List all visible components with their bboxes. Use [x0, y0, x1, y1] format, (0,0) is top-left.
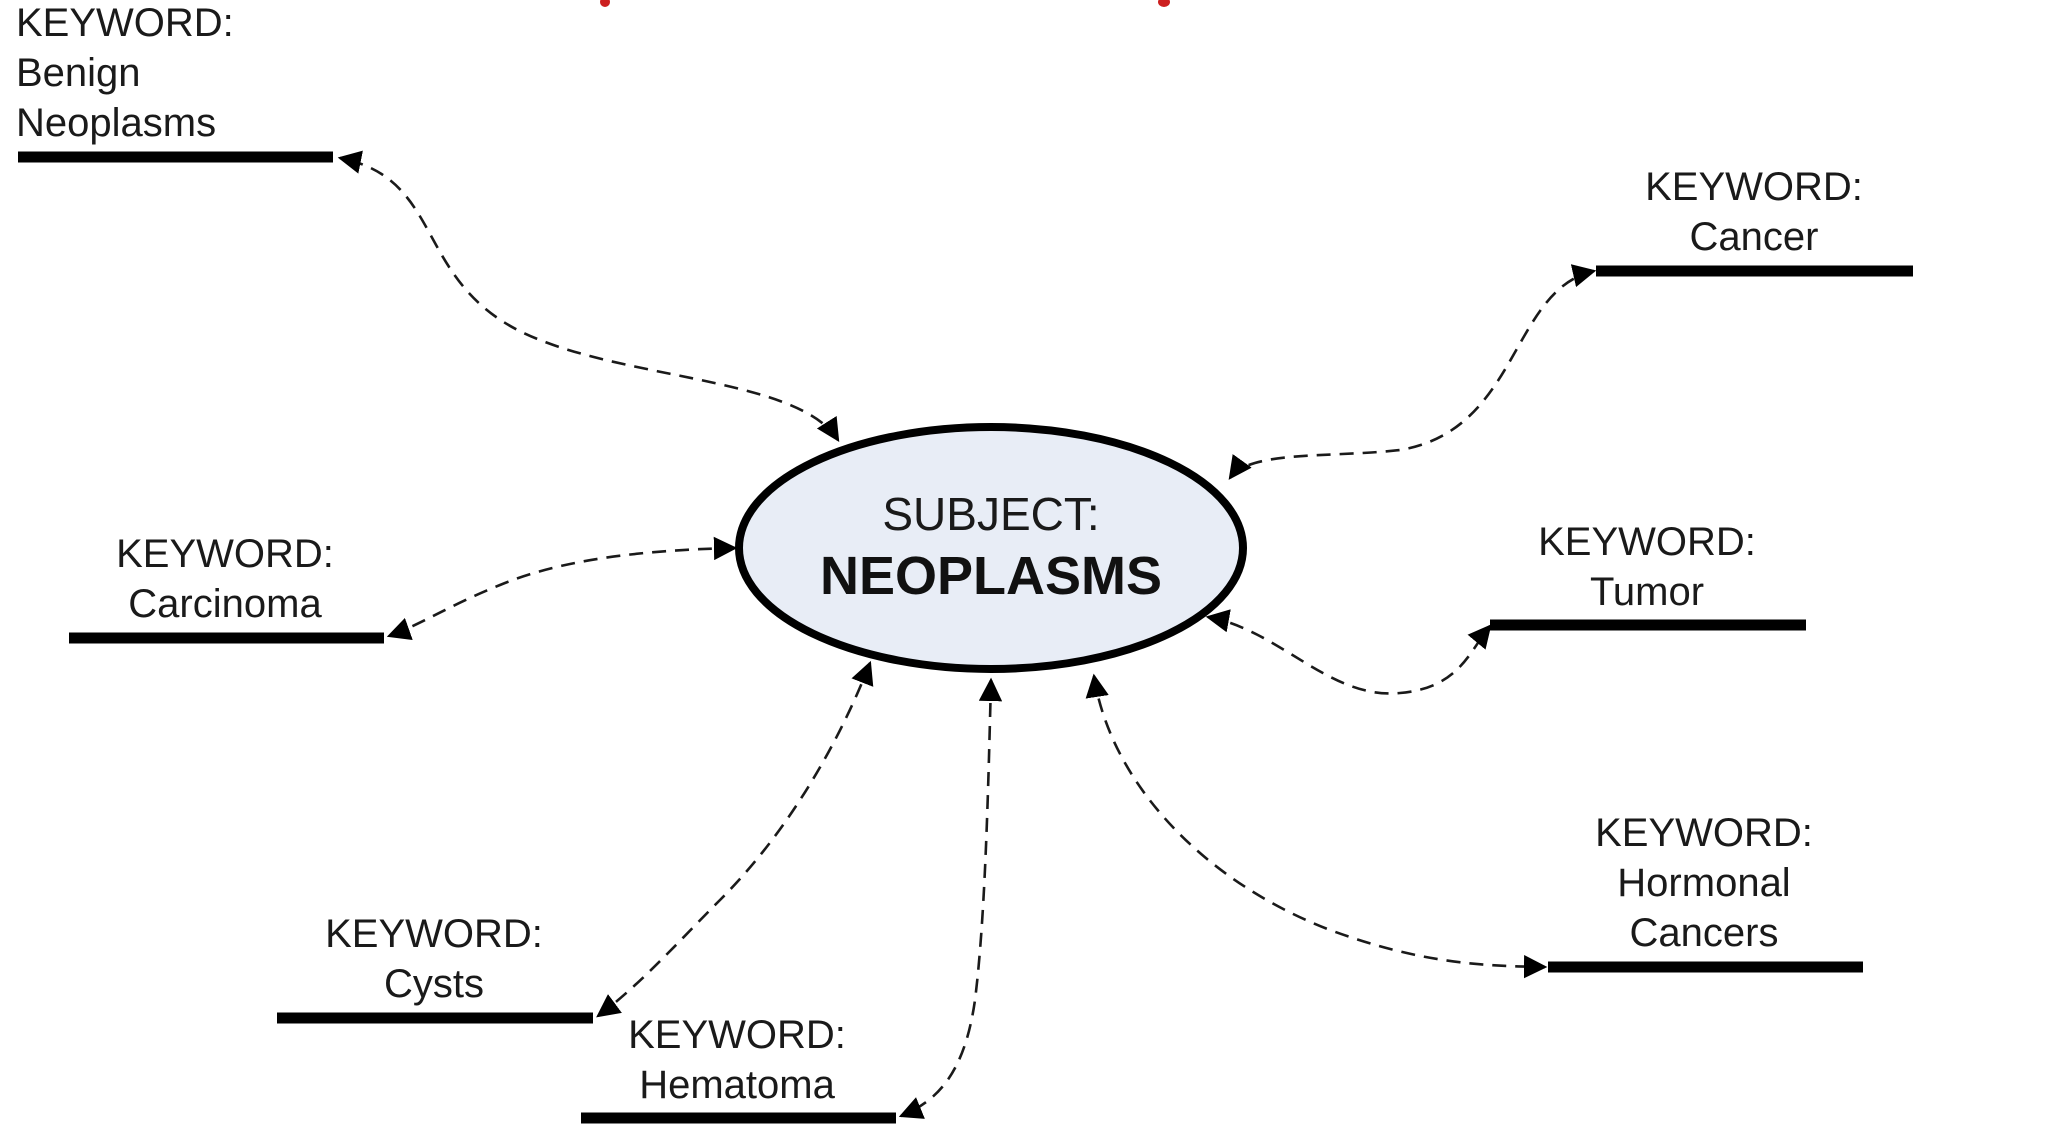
keyword-node-hormonal-cancers: KEYWORD: Hormonal Cancers [1548, 811, 1863, 973]
subject-node: SUBJECT: NEOPLASMS [735, 423, 1247, 673]
keyword-node-hematoma: KEYWORD: Hematoma [581, 1013, 896, 1124]
keyword-prefix: KEYWORD: [116, 532, 334, 576]
connector-hematoma [898, 677, 1003, 1119]
keyword-prefix: KEYWORD: [1538, 520, 1756, 564]
subject-name: NEOPLASMS [820, 546, 1162, 606]
keyword-node-cysts: KEYWORD: Cysts [277, 912, 593, 1024]
connector-cysts [596, 660, 874, 1018]
keyword-term-line: Cancers [1630, 911, 1779, 955]
keyword-node-benign-neoplasms: KEYWORD: Benign Neoplasms [16, 1, 333, 163]
keyword-node-carcinoma: KEYWORD: Carcinoma [69, 532, 384, 644]
connector-benign-neoplasms [337, 150, 840, 442]
keyword-prefix: KEYWORD: [628, 1013, 846, 1057]
keyword-term-line: Hematoma [639, 1063, 835, 1107]
subject-label: SUBJECT: [882, 488, 1099, 540]
keyword-term-line: Carcinoma [128, 582, 322, 626]
title-fragment-mark [600, 0, 610, 7]
keyword-term-line: Cysts [384, 962, 484, 1006]
keyword-node-tumor: KEYWORD: Tumor [1490, 520, 1806, 631]
keyword-term-line: Tumor [1590, 570, 1704, 614]
keyword-term-line: Benign [16, 51, 141, 95]
keyword-term-line: Neoplasms [16, 101, 216, 145]
keyword-prefix: KEYWORD: [16, 1, 234, 45]
title-fragment-mark [1158, 0, 1170, 7]
title-fragment [600, 0, 1170, 7]
keyword-prefix: KEYWORD: [1595, 811, 1813, 855]
connector-tumor [1205, 609, 1492, 695]
keyword-term-line: Cancer [1690, 215, 1819, 259]
connectors [337, 150, 1597, 1119]
connector-cancer [1228, 264, 1597, 480]
keyword-term-line: Hormonal [1617, 861, 1790, 905]
subject-ellipse [735, 423, 1247, 673]
keyword-prefix: KEYWORD: [1645, 165, 1863, 209]
keyword-prefix: KEYWORD: [325, 912, 543, 956]
keyword-node-cancer: KEYWORD: Cancer [1596, 165, 1913, 277]
connector-hormonal-cancers [1085, 673, 1548, 979]
connector-carcinoma [386, 536, 738, 640]
